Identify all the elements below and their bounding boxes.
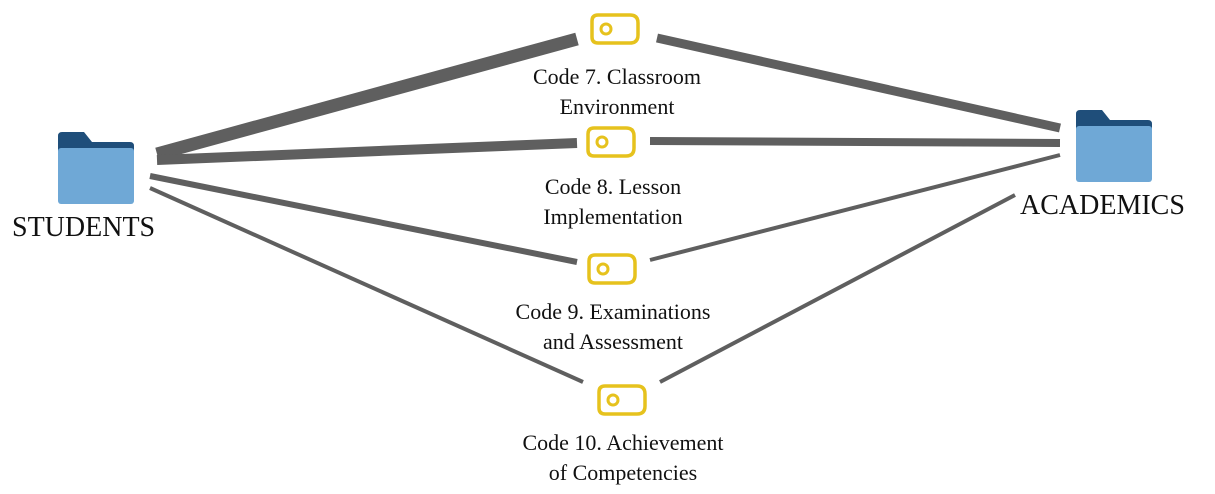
academics-folder-icon[interactable] [1076,110,1152,182]
code-10-line1: Code 10. Achievement [522,430,724,455]
students-label: STUDENTS [12,212,156,243]
code-8-label: Code 8. Lesson Implementation [463,172,763,232]
edge-students-code7 [155,32,579,161]
code-9-line1: Code 9. Examinations [515,299,711,324]
code-10-label: Code 10. Achievement of Competencies [473,428,773,488]
edge-students-code9 [149,173,578,265]
code-tag-icon[interactable] [585,252,639,286]
code-8-line1: Code 8. Lesson [544,174,682,199]
code-tag-icon[interactable] [588,12,642,46]
edge-code7-academics [656,33,1061,133]
code-tag-icon[interactable] [595,383,649,417]
code-7-label: Code 7. Classroom Environment [467,62,767,122]
edge-code8-academics [649,137,1061,147]
edge-code9-academics [649,153,1061,262]
edge-students-code8 [156,138,578,165]
edge-students-code10 [149,186,584,384]
code-9-label: Code 9. Examinations and Assessment [463,297,763,357]
academics-label: ACADEMICS [1020,190,1185,221]
code-7-line1: Code 7. Classroom [532,64,702,89]
code-7-line2: Environment [559,94,675,119]
code-9-line2: and Assessment [543,329,683,354]
code-10-line2: of Competencies [548,460,698,485]
code-tag-icon[interactable] [584,125,638,159]
students-folder-icon[interactable] [58,132,134,204]
edge-code10-academics [659,193,1016,384]
code-8-line2: Implementation [543,204,683,229]
